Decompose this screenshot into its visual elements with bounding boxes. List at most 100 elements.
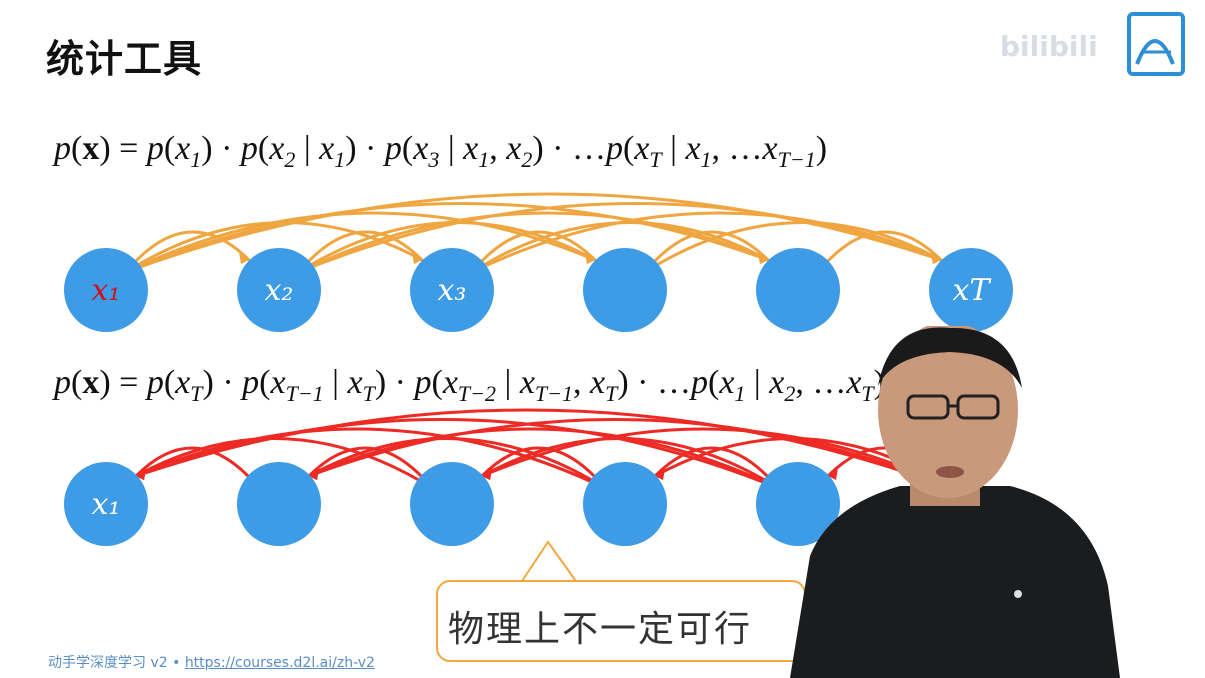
formula-token: ( [163,130,176,167]
formula-token: p [605,130,623,167]
formula-token: ) · [374,364,415,401]
formula-token: ( [257,130,270,167]
d2l-logo [1127,12,1185,76]
node-label: x₃ [437,272,467,308]
dependency-arc [297,202,943,274]
formula-token: x [82,364,100,401]
dependency-arc [124,202,770,274]
dependency-arc [134,437,434,490]
formula-token: ( [71,364,83,401]
formula-token: T [190,381,203,406]
dependency-arc [124,211,597,274]
node-label: x₂ [264,272,294,308]
formula-token: ( [71,130,83,167]
formula-token: T−2 [457,381,496,406]
formula-token: x [269,130,285,167]
formula-token: 1 [190,147,202,172]
formula-token: | [439,130,464,167]
sequence-node: x₁ [64,462,148,546]
dependency-arc [470,211,943,274]
callout-box: 物理上不一定可行 [436,580,806,662]
formula-token: 1 [334,147,346,172]
formula-token: ) · [201,130,241,167]
formula-token: x [270,364,286,401]
sequence-node [237,462,321,546]
formula-token: ) · … [617,364,691,401]
formula-token: x [634,130,650,167]
formula-token: p [54,364,71,401]
arrow-head [931,252,941,264]
formula-token: 2 [284,147,296,172]
node-label: x₁ [91,272,121,308]
formula-token: T−1 [534,381,573,406]
footer-course: 动手学深度学习 v2 • [48,655,185,671]
formula-token: ) · [345,130,385,167]
formula-token: x [846,364,862,401]
node-label: xT [952,272,990,308]
course-link[interactable]: https://courses.d2l.ai/zh-v2 [184,655,375,671]
formula-token: , [573,364,590,401]
arrow-head [239,252,249,264]
dependency-arc [307,427,780,490]
slide-title: 统计工具 [46,37,203,81]
sequence-node: xT [929,248,1013,332]
formula-token: T−1 [777,147,816,172]
dependency-arc [134,446,261,490]
watermark-text: bilibili [1000,30,1098,63]
formula-token: | [661,130,686,167]
formula-token: ( [708,364,720,401]
formula-token: T−1 [285,381,324,406]
formula-token: x [347,364,363,401]
formula-token: T [861,381,874,406]
formula-token: x [82,130,100,167]
formula-token: | [496,364,520,401]
dependency-arc [653,446,780,490]
arrow-head [758,252,768,264]
formula-token: x [719,364,735,401]
arrow-head [412,252,422,264]
sequence-node: x₃ [410,248,494,332]
formula-token: x [175,364,191,401]
formula-token: ( [259,364,271,401]
formula-token: p [146,364,164,401]
node-label: x₁ [91,486,121,522]
sequence-node [583,248,667,332]
dependency-arc [480,427,953,490]
formula-token: x [319,130,335,167]
formula-token: ( [401,130,414,167]
formula-token: ) · [202,364,243,401]
arrow-head [585,252,595,264]
formula-token: x [762,130,778,167]
formula-token: 2 [521,147,533,172]
formula-token: 1 [734,381,746,406]
formula-token: x [442,364,458,401]
formula-token: x [685,130,701,167]
formula-token: 1 [478,147,490,172]
formula-token: | [323,364,348,401]
formula-token: ) [815,130,828,167]
formula-token: p [146,130,164,167]
footer: 动手学深度学习 v2 • https://courses.d2l.ai/zh-v… [48,652,375,672]
dependency-arc [134,427,607,490]
sequence-node: x₂ [237,248,321,332]
dependency-arc [643,230,770,274]
formula-token: ( [622,130,635,167]
dependency-arc [134,418,780,490]
dependency-arc [643,221,943,274]
formula-token: ( [431,364,443,401]
formula-forward: p(x) = p(x1) · p(x2 | x1) · p(x3 | x1, x… [54,130,827,173]
dependency-arc [307,446,434,490]
formula-token: x [506,130,522,167]
formula-token: , … [711,130,763,167]
formula-token: T [362,381,375,406]
dependency-arc [470,230,597,274]
dependency-arc [480,446,607,490]
formula-token: ) · … [532,130,606,167]
formula-token: 1 [700,147,712,172]
dependency-arc [297,230,424,274]
formula-token: x [413,130,429,167]
dependency-arc [297,211,770,274]
formula-token: T [649,147,662,172]
